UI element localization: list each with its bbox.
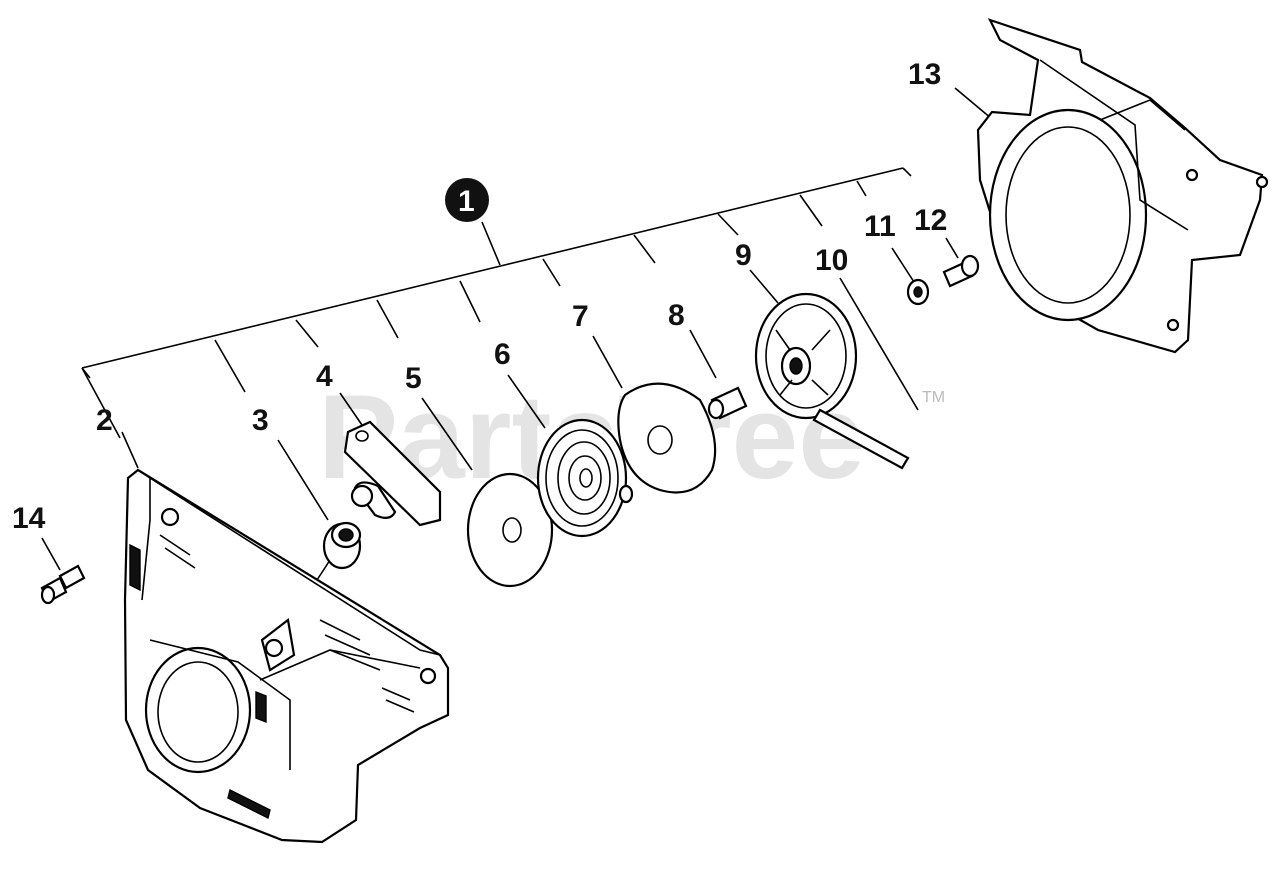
label-part-9: 9 [735,239,752,272]
label-part-12: 12 [914,204,947,237]
label-part-10: 10 [815,244,848,277]
label-part-4: 4 [316,360,333,393]
part-4-starter-handle [343,420,442,527]
label-part-3: 3 [252,404,269,437]
assembly-number: 1 [458,185,475,218]
label-part-5: 5 [405,362,422,395]
part-2-starter-cover [123,468,450,844]
label-part-11: 11 [864,210,896,243]
part-10-rope [812,408,910,470]
part-6-recoil-spring-case [536,418,634,538]
part-labels: 2 3 4 5 6 7 8 9 10 11 12 13 14 [12,58,947,535]
label-part-13: 13 [908,58,941,91]
label-part-6: 6 [494,338,511,371]
assembly-callout: 1 [445,178,489,222]
part-11-washer [906,278,930,306]
part-7-plate [617,382,717,494]
label-part-14: 14 [12,502,46,535]
label-part-8: 8 [668,299,685,332]
part-12-bolt [942,254,980,288]
part-9-pulley [754,292,858,420]
part-13-fan-cover [976,18,1269,354]
part-3-grommet [322,521,362,570]
part-8-pin [707,386,748,420]
watermark-trademark: TM [922,389,945,406]
label-part-7: 7 [572,300,589,333]
part-5-washer-plate [466,472,554,588]
assembly-bracket [81,167,912,439]
part-14-screw [40,564,86,605]
label-part-2: 2 [96,404,113,437]
